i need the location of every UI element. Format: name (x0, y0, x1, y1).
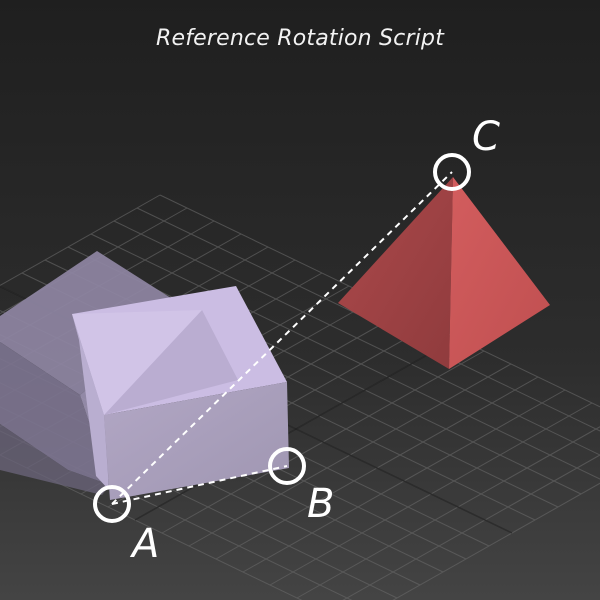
pyramid-right-face (449, 177, 550, 369)
rotated-box-inner-highlight (72, 310, 202, 415)
ghost-box-left-face (0, 342, 110, 485)
point-a-handle[interactable] (93, 485, 131, 523)
ghost-box-shadow-face (0, 424, 110, 495)
point-a-label: A (132, 521, 160, 567)
point-c-label: C (472, 114, 500, 160)
grid-axis-line (134, 337, 458, 521)
point-b-handle[interactable] (268, 447, 306, 485)
grid-line (113, 220, 600, 456)
reference-line-a-to-c (111, 171, 453, 505)
viewport-title: Reference Rotation Script (155, 26, 445, 51)
pyramid-left-face (338, 177, 453, 369)
grid-line (90, 233, 600, 480)
rotated-box[interactable] (72, 286, 289, 500)
point-b-label: B (307, 481, 335, 527)
rotated-box-front-face (104, 382, 289, 500)
pyramid-target[interactable] (338, 177, 550, 369)
grid-line (0, 194, 161, 287)
rotated-box-left-face (72, 314, 109, 490)
point-c-handle[interactable] (433, 153, 471, 191)
reference-line-a-to-b (111, 465, 288, 505)
rotated-box-inner-diagonal-face (104, 310, 238, 415)
